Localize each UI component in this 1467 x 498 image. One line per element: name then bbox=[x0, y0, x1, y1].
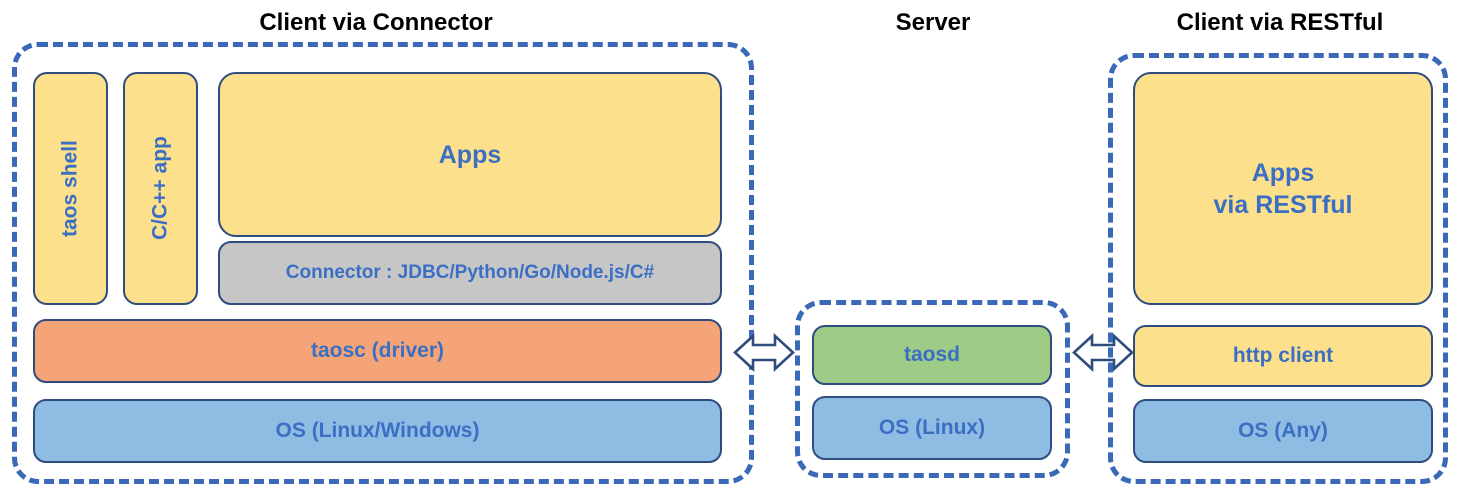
box-cpp-app[interactable]: C/C++ app bbox=[123, 72, 198, 305]
panel-client-via-connector bbox=[12, 42, 754, 484]
box-os-any[interactable]: OS (Any) bbox=[1133, 399, 1433, 463]
box-taos-shell[interactable]: taos shell bbox=[33, 72, 108, 305]
box-apps-via-restful[interactable]: Apps via RESTful bbox=[1133, 72, 1433, 305]
caption-server: Server bbox=[895, 9, 971, 36]
box-apps-connector[interactable]: Apps bbox=[218, 72, 722, 237]
box-taosc-driver[interactable]: taosc (driver) bbox=[33, 319, 722, 383]
caption-client-via-restful: Client via RESTful bbox=[1176, 9, 1384, 36]
panel-server bbox=[795, 300, 1070, 478]
box-taosd[interactable]: taosd bbox=[812, 325, 1052, 385]
box-http-client[interactable]: http client bbox=[1133, 325, 1433, 387]
box-os-linux-windows[interactable]: OS (Linux/Windows) bbox=[33, 399, 722, 463]
double-headed-arrow-left bbox=[733, 333, 795, 372]
caption-client-via-connector: Client via Connector bbox=[259, 9, 493, 36]
double-headed-arrow-right bbox=[1072, 333, 1134, 372]
panel-client-via-restful bbox=[1108, 53, 1448, 484]
box-connector-list[interactable]: Connector : JDBC/Python/Go/Node.js/C# bbox=[218, 241, 722, 305]
box-os-linux[interactable]: OS (Linux) bbox=[812, 396, 1052, 460]
